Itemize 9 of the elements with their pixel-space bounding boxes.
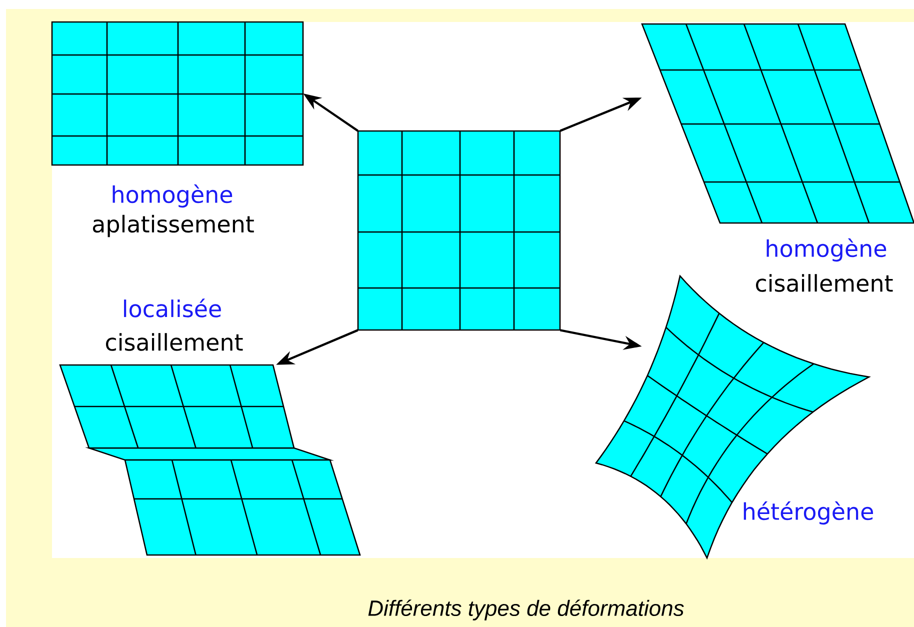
- node-label: hétérogène: [744, 501, 873, 525]
- node-label: homogène: [766, 238, 886, 262]
- node-label: localisée: [124, 298, 221, 318]
- node-label: cisaillement: [106, 333, 243, 351]
- node-label: homogène: [112, 184, 232, 208]
- node-label: aplatissement: [92, 214, 254, 238]
- caption: Différents types de déformations: [368, 600, 684, 620]
- node-label: cisaillement: [756, 274, 893, 292]
- grid-drawing: [357, 130, 561, 331]
